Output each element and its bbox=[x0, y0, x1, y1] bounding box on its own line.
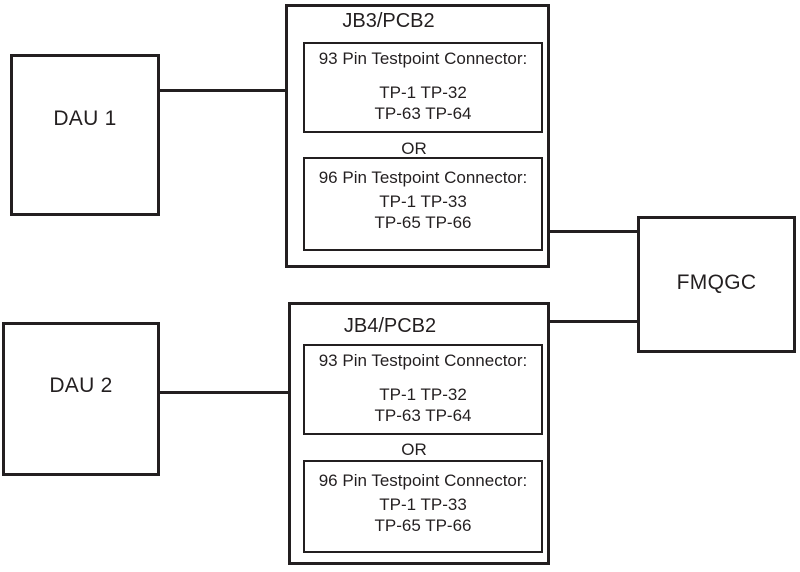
dau1-label: DAU 1 bbox=[53, 107, 117, 130]
jb3-93pin-connector-title: 93 Pin Testpoint Connector: bbox=[318, 49, 528, 68]
jb4-93pin-connector-box: 93 Pin Testpoint Connector: TP-1 TP-32 T… bbox=[303, 344, 543, 435]
jb4-93pin-tp-row1: TP-1 TP-32 bbox=[379, 385, 467, 404]
jb3-pcb2-box: JB3/PCB2 93 Pin Testpoint Connector: TP-… bbox=[285, 4, 550, 268]
connector-line-jb4-fmqgc bbox=[550, 320, 637, 323]
jb4-96pin-testpoint-list: TP-1 TP-33 TP-65 TP-66 bbox=[305, 494, 541, 536]
jb4-96pin-tp-row2: TP-65 TP-66 bbox=[374, 516, 472, 535]
jb4-93pin-testpoint-list: TP-1 TP-32 TP-63 TP-64 bbox=[305, 384, 541, 426]
jb3-96pin-connector-box: 96 Pin Testpoint Connector: TP-1 TP-33 T… bbox=[303, 157, 543, 251]
connector-line-dau2-jb4 bbox=[160, 391, 288, 394]
jb3-96pin-testpoint-list: TP-1 TP-33 TP-65 TP-66 bbox=[305, 191, 541, 233]
connector-line-dau1-jb3 bbox=[160, 89, 285, 92]
jb3-96pin-tp-row1: TP-1 TP-33 bbox=[379, 192, 467, 211]
jb4-or-label: OR bbox=[401, 440, 427, 459]
jb3-96pin-connector-title: 96 Pin Testpoint Connector: bbox=[318, 168, 528, 187]
jb4-96pin-tp-row1: TP-1 TP-33 bbox=[379, 495, 467, 514]
jb4-93pin-connector-title: 93 Pin Testpoint Connector: bbox=[318, 351, 528, 370]
jb4-93pin-tp-row2: TP-63 TP-64 bbox=[374, 406, 472, 425]
dau1-box: DAU 1 bbox=[10, 54, 160, 216]
jb3-93pin-tp-row2: TP-63 TP-64 bbox=[374, 104, 472, 123]
jb3-pcb2-title: JB3/PCB2 bbox=[342, 10, 435, 32]
jb3-93pin-tp-row1: TP-1 TP-32 bbox=[379, 83, 467, 102]
fmqgc-label: FMQGC bbox=[676, 270, 757, 294]
jb4-96pin-connector-title: 96 Pin Testpoint Connector: bbox=[318, 471, 528, 490]
fmqgc-box: FMQGC bbox=[637, 216, 796, 353]
jb3-or-label: OR bbox=[401, 139, 427, 158]
connector-line-jb3-fmqgc bbox=[550, 230, 637, 233]
jb4-pcb2-title: JB4/PCB2 bbox=[343, 315, 437, 337]
jb3-93pin-testpoint-list: TP-1 TP-32 TP-63 TP-64 bbox=[305, 82, 541, 124]
dau2-box: DAU 2 bbox=[2, 322, 160, 476]
jb3-96pin-tp-row2: TP-65 TP-66 bbox=[374, 213, 472, 232]
dau2-label: DAU 2 bbox=[49, 374, 113, 397]
jb3-93pin-connector-box: 93 Pin Testpoint Connector: TP-1 TP-32 T… bbox=[303, 42, 543, 133]
jb4-96pin-connector-box: 96 Pin Testpoint Connector: TP-1 TP-33 T… bbox=[303, 460, 543, 553]
jb4-pcb2-box: JB4/PCB2 93 Pin Testpoint Connector: TP-… bbox=[288, 302, 550, 565]
